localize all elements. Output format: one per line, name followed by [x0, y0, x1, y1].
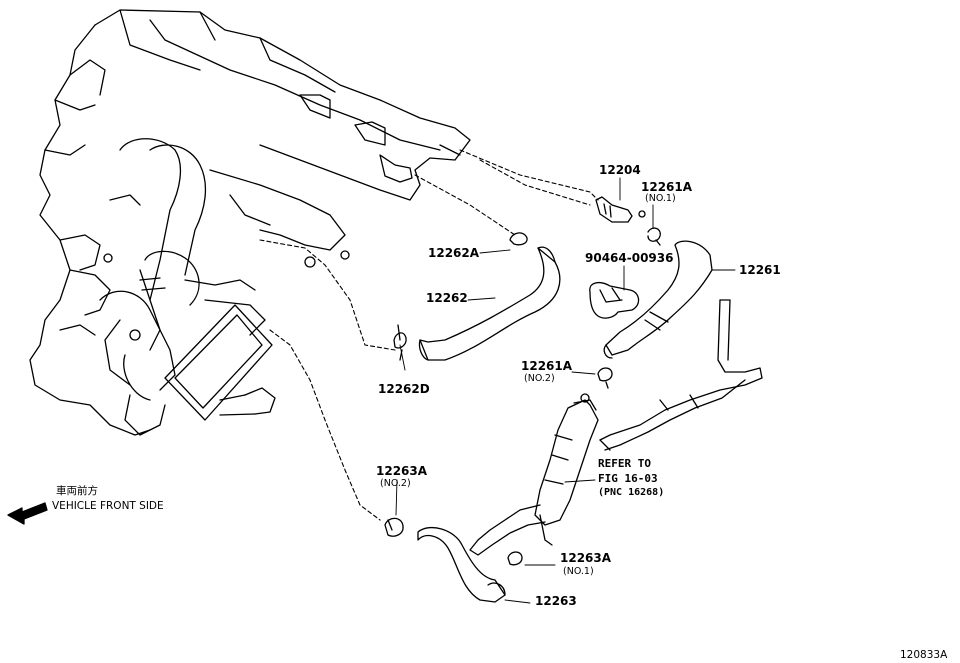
label-12262: 12262 [426, 291, 468, 305]
direction-label-en: VEHICLE FRONT SIDE [52, 500, 164, 512]
clip-12261a-no1 [647, 227, 661, 246]
direction-label-jp: 車両前方 [56, 485, 98, 497]
label-12262d: 12262D [378, 382, 430, 396]
engine-block [29, 9, 471, 436]
water-pipe-assembly [469, 299, 763, 556]
pcv-valve-12204 [595, 196, 646, 223]
label-12263a-no1: 12263A [560, 551, 612, 565]
refer-line2: FIG 16-03 [598, 472, 658, 485]
leader-lines-solid [395, 177, 736, 604]
label-12261: 12261 [739, 263, 781, 277]
label-12261a-no2-sub: (NO.2) [524, 373, 555, 384]
label-12263a-no2-sub: (NO.2) [380, 478, 411, 489]
clamp-12262d [393, 324, 407, 361]
figure-id: 120833A [900, 649, 948, 661]
label-12261a-no1: 12261A [641, 180, 693, 194]
clip-12261a-no2 [597, 367, 613, 389]
hose-12262 [418, 246, 561, 361]
label-12263a-no1-sub: (NO.1) [563, 566, 594, 577]
clamp-12263a-no2 [384, 517, 404, 537]
hose-12263 [417, 527, 506, 603]
front-direction-arrow [7, 502, 48, 525]
label-12261a-no1-sub: (NO.1) [645, 193, 676, 204]
label-12204: 12204 [599, 163, 641, 177]
clamp-12262a [509, 232, 528, 246]
leader-lines-dashed [259, 149, 599, 521]
clip-12263a-no1 [507, 551, 523, 566]
label-12262a: 12262A [428, 246, 480, 260]
label-12263: 12263 [535, 594, 577, 608]
label-12263a-no2: 12263A [376, 464, 428, 478]
hose-12261 [603, 240, 713, 359]
refer-line3: (PNC 16268) [598, 487, 665, 498]
label-12261a-no2: 12261A [521, 359, 573, 373]
bracket-90464 [589, 281, 640, 319]
refer-line1: REFER TO [598, 457, 651, 470]
label-90464-00936: 90464-00936 [585, 251, 674, 265]
